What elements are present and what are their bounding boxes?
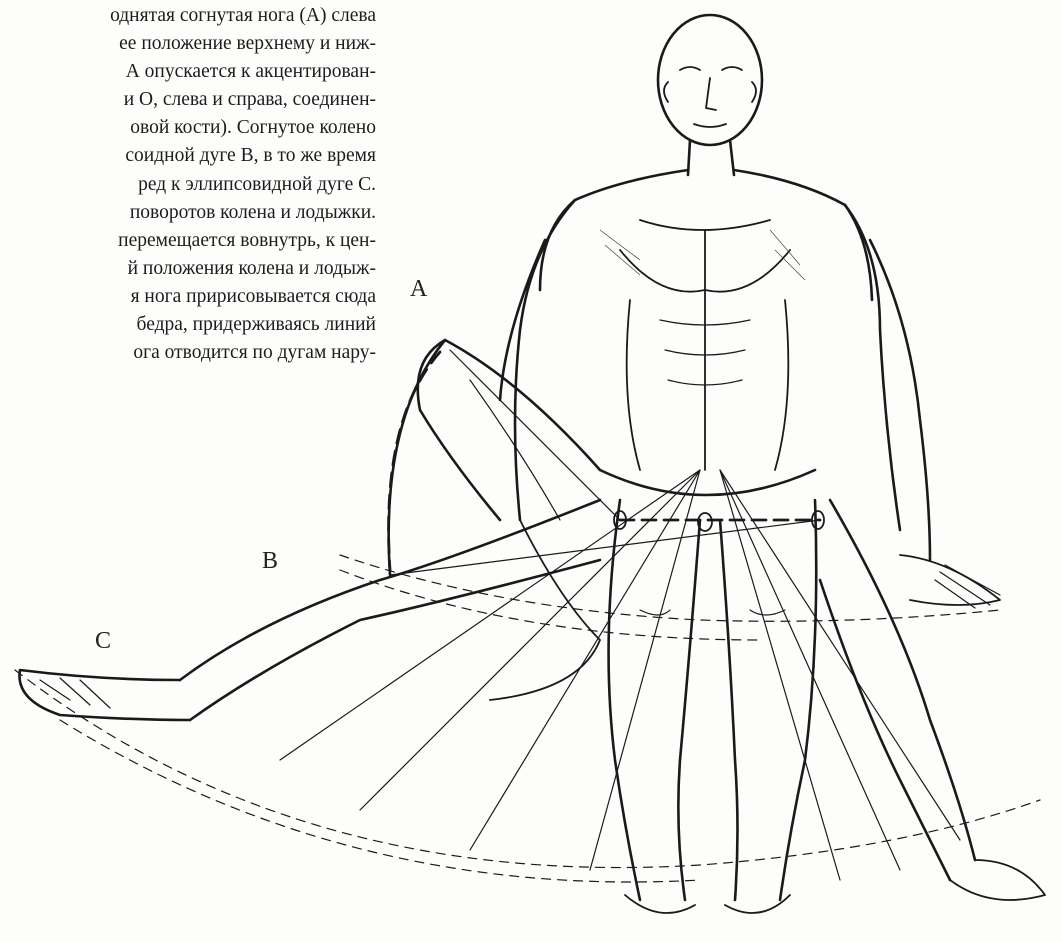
figure-torso — [540, 170, 872, 495]
standing-legs — [609, 500, 817, 913]
label-b: B — [262, 548, 278, 575]
figure-arms — [500, 200, 1000, 608]
label-c: C — [95, 628, 111, 655]
figure-head — [658, 15, 762, 175]
label-a: A — [410, 276, 427, 303]
extended-leg — [20, 500, 601, 720]
motion-arcs — [15, 352, 1040, 882]
side-leg — [820, 500, 1045, 900]
